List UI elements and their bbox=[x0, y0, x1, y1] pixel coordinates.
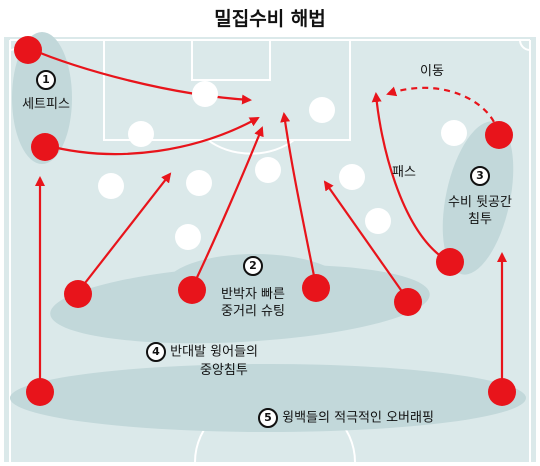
tactic-3-label: 3 수비 뒷공간 침투 bbox=[430, 166, 530, 228]
zone-inverted-wingers bbox=[50, 264, 430, 344]
attacker-marker bbox=[64, 280, 92, 308]
attacker-marker bbox=[178, 276, 206, 304]
arrow-winger-left bbox=[77, 172, 172, 293]
tactic-2-text-line1: 반박자 빠른 bbox=[221, 287, 285, 302]
diagram-title: 밀집수비 해법 bbox=[214, 8, 326, 30]
arrow-shot-right bbox=[280, 112, 318, 287]
arrow-move bbox=[386, 86, 500, 133]
zone-setpiece bbox=[12, 32, 72, 164]
arrow-setpiece-bottom bbox=[44, 117, 260, 156]
defender-marker bbox=[339, 164, 365, 190]
tactic-3-text-line1: 수비 뒷공간 bbox=[448, 195, 512, 210]
attacker-marker bbox=[488, 378, 516, 406]
attacker-marker bbox=[31, 133, 59, 161]
tactic-1-number: 1 bbox=[36, 70, 56, 90]
zone-overlap bbox=[10, 364, 526, 432]
defender-marker bbox=[192, 81, 218, 107]
tactic-2-label: 2 반박자 빠른 중거리 슈팅 bbox=[198, 256, 308, 320]
defender-marker bbox=[98, 173, 124, 199]
tactic-1-text: 세트피스 bbox=[22, 97, 70, 112]
arrow-shot-left bbox=[191, 126, 264, 289]
zone-behind bbox=[442, 121, 514, 275]
attacker-marker bbox=[394, 288, 422, 316]
attacker-marker bbox=[26, 378, 54, 406]
attacker-marker bbox=[14, 36, 42, 64]
pass-annotation: 패스 bbox=[392, 165, 416, 180]
attackers bbox=[14, 36, 516, 406]
move-annotation: 이동 bbox=[420, 64, 444, 79]
tactic-1-label: 1 세트피스 bbox=[14, 70, 78, 113]
tactic-4-text-line2: 중앙침투 bbox=[200, 363, 248, 378]
defender-marker bbox=[309, 97, 335, 123]
attacker-marker bbox=[436, 248, 464, 276]
defender-marker bbox=[255, 157, 281, 183]
tactic-3-number: 3 bbox=[470, 166, 490, 186]
attacker-marker bbox=[485, 121, 513, 149]
tactic-2-number: 2 bbox=[243, 256, 263, 276]
arrow-winger-right bbox=[323, 180, 409, 301]
tactic-4-number: 4 bbox=[146, 342, 166, 362]
tactic-4-text-line1: 반대발 윙어들의 bbox=[170, 344, 258, 360]
tactic-5-number: 5 bbox=[258, 408, 278, 428]
tactic-2-text-line2: 중거리 슈팅 bbox=[221, 304, 285, 319]
defender-marker bbox=[186, 170, 212, 196]
defender-marker bbox=[365, 208, 391, 234]
arrow-pass bbox=[371, 92, 447, 261]
defender-marker bbox=[128, 121, 154, 147]
defenders bbox=[98, 81, 467, 250]
tactic-5-label: 5 윙백들의 적극적인 오버래핑 bbox=[258, 408, 508, 428]
defender-marker bbox=[441, 120, 467, 146]
defender-marker bbox=[175, 224, 201, 250]
tactic-4-label: 4 반대발 윙어들의 중앙침투 bbox=[146, 342, 336, 379]
attacker-marker bbox=[302, 274, 330, 302]
tactic-zones bbox=[10, 32, 526, 432]
tactic-3-text-line2: 침투 bbox=[468, 212, 492, 227]
movement-arrows bbox=[27, 46, 507, 390]
tactic-5-text: 윙백들의 적극적인 오버래핑 bbox=[282, 410, 434, 426]
arrow-setpiece-top bbox=[27, 46, 252, 105]
